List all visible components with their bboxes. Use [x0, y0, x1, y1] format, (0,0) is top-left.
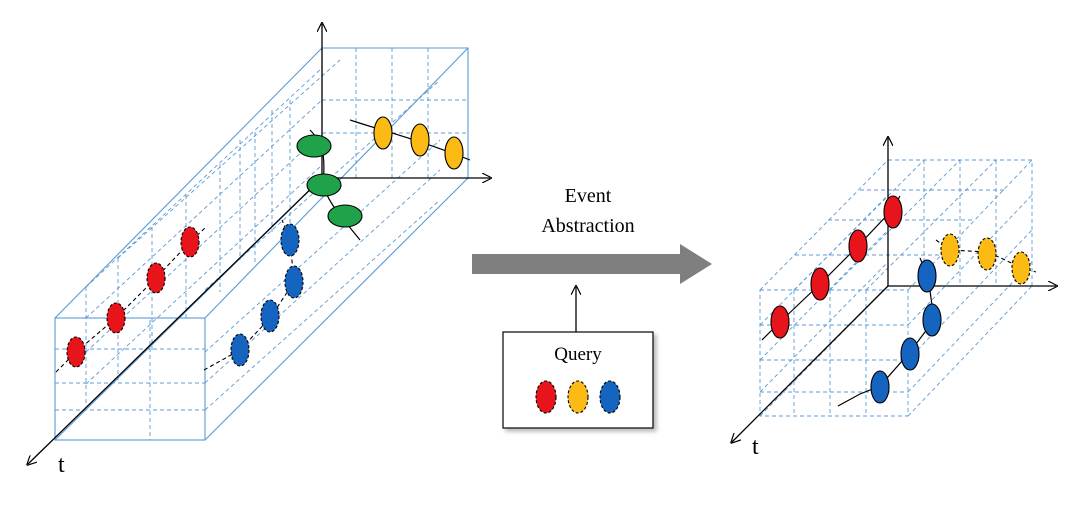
yellow-event: [940, 233, 960, 267]
red-event: [810, 267, 830, 301]
query-blue-event: [599, 380, 621, 414]
green-event: [306, 173, 342, 197]
input-event-volume: t: [28, 24, 490, 478]
green-event: [327, 204, 363, 228]
left-volume-edges: [54, 47, 469, 441]
red-event: [848, 229, 868, 263]
left-red-events: [55, 226, 206, 373]
blue-event: [284, 265, 304, 299]
blue-event: [280, 223, 300, 257]
yellow-event: [373, 116, 393, 150]
blue-event: [922, 303, 942, 337]
yellow-event: [977, 237, 997, 271]
blue-event: [900, 337, 920, 371]
red-event: [180, 226, 200, 258]
left-green-events: [296, 129, 363, 241]
yellow-event: [410, 123, 430, 157]
abstracted-event-volume: t: [732, 138, 1056, 460]
arrow-label-line1: Event: [565, 185, 612, 207]
query-panel: Query: [502, 287, 654, 429]
yellow-event: [1011, 251, 1031, 285]
blue-event: [260, 299, 280, 333]
right-yellow-events: [935, 233, 1037, 285]
right-blue-events: [837, 257, 942, 407]
red-event: [106, 302, 126, 334]
red-event: [66, 336, 86, 368]
yellow-event: [444, 136, 464, 170]
right-time-axis-label: t: [752, 434, 759, 460]
blue-event: [917, 259, 937, 293]
green-event: [296, 134, 332, 158]
left-volume-grid: [55, 48, 468, 440]
event-abstraction-step: Event Abstraction: [472, 185, 712, 284]
query-label: Query: [554, 344, 602, 365]
red-event: [883, 195, 903, 229]
blue-event: [870, 370, 890, 404]
abstraction-arrow: [472, 244, 712, 284]
blue-event: [230, 333, 250, 367]
query-red-event: [535, 380, 557, 414]
left-blue-events: [203, 219, 304, 371]
right-red-events: [761, 195, 903, 341]
query-yellow-event: [567, 380, 589, 414]
left-time-axis-label: t: [58, 452, 65, 478]
red-event: [146, 262, 166, 294]
red-event: [770, 305, 790, 339]
arrow-label-line2: Abstraction: [541, 215, 634, 237]
left-yellow-events: [349, 116, 471, 170]
